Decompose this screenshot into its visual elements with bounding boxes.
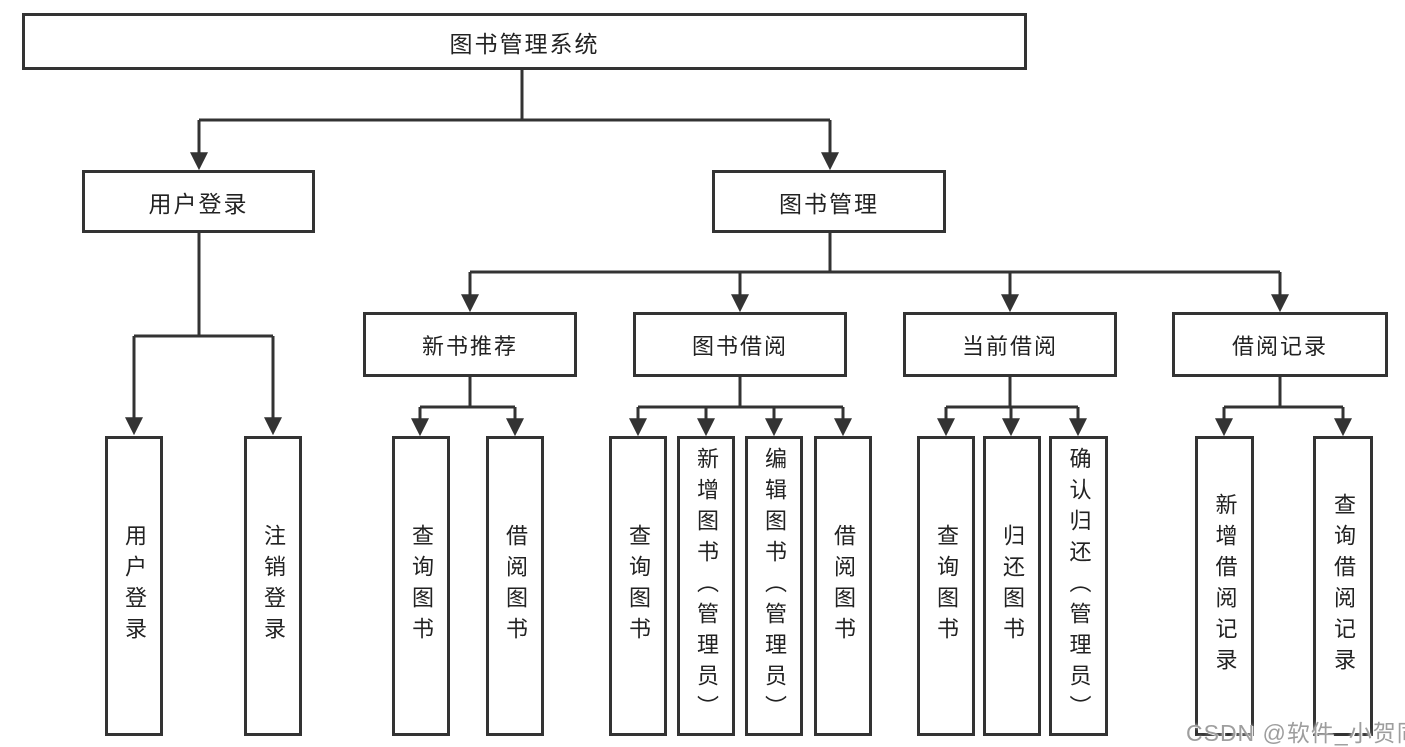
leaf-borrow-books-recommend: 借阅图书 [486,436,544,736]
node-label: 确认归还（管理员） [1066,446,1092,726]
csdn-watermark: CSDN @软件_小贺同学 [1186,720,1405,746]
node-book-management: 图书管理 [712,170,946,233]
leaf-query-borrow-record: 查询借阅记录 [1313,436,1373,736]
node-label: 查询图书 [626,524,651,648]
node-label: 图书管理系统 [449,30,600,57]
leaf-logout: 注销登录 [244,436,302,736]
node-book-borrowing: 图书借阅 [633,312,847,377]
leaf-query-books-borrowing: 查询图书 [609,436,667,736]
node-label: 查询图书 [409,524,434,648]
node-label: 新书推荐 [421,333,518,359]
node-current-borrowing: 当前借阅 [903,312,1117,377]
leaf-user-login: 用户登录 [105,436,163,736]
node-label: 借阅图书 [831,524,856,648]
node-label: 查询借阅记录 [1331,493,1356,679]
node-borrowing-records: 借阅记录 [1172,312,1388,377]
node-label: 编辑图书（管理员） [762,446,787,726]
node-label: 用户登录 [148,190,249,217]
node-library-management-system: 图书管理系统 [22,13,1027,70]
node-label: 注销登录 [261,524,286,648]
node-user-login: 用户登录 [82,170,315,233]
node-label: 新增图书（管理员） [694,446,719,726]
node-new-book-recommendation: 新书推荐 [363,312,577,377]
node-label: 新增借阅记录 [1212,493,1238,679]
node-label: 图书借阅 [691,333,788,359]
node-label: 归还图书 [1000,524,1025,648]
node-label: 查询图书 [934,524,959,648]
node-label: 借阅图书 [503,524,528,648]
node-label: 图书管理 [779,190,879,217]
leaf-confirm-return-admin: 确认归还（管理员） [1049,436,1108,736]
leaf-add-borrow-record: 新增借阅记录 [1195,436,1254,736]
node-label: 用户登录 [122,524,147,648]
leaf-add-books-admin: 新增图书（管理员） [677,436,735,736]
leaf-query-books-current: 查询图书 [917,436,975,736]
leaf-return-books: 归还图书 [983,436,1041,736]
node-label: 借阅记录 [1231,333,1328,359]
leaf-borrow-books: 借阅图书 [814,436,872,736]
node-label: 当前借阅 [961,333,1058,359]
leaf-query-books-recommend: 查询图书 [392,436,450,736]
leaf-edit-books-admin: 编辑图书（管理员） [745,436,803,736]
